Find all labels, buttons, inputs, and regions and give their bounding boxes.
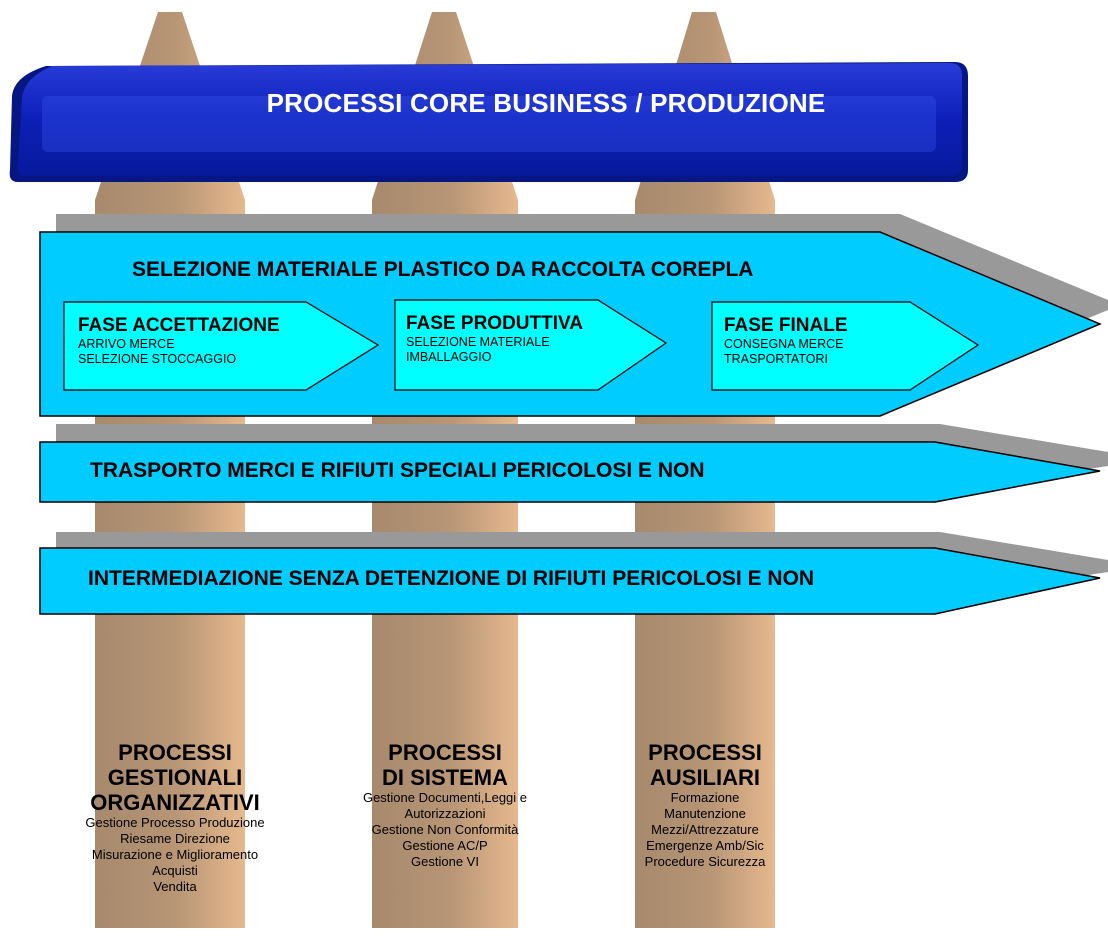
pillar-2-text: PROCESSI DI SISTEMA Gestione Documenti,L… [335,740,555,870]
phase-1-title: FASE ACCETTAZIONE [78,315,280,336]
phase-3-label: FASE FINALE CONSEGNA MERCE TRASPORTATORI [724,315,848,367]
pillar-1-item: Gestione Processo Produzione [85,815,265,830]
pillar-1-title-line-2: GESTIONALI [107,765,243,790]
pillar-2-item: Gestione VI [411,854,479,869]
pillar-3-item: Manutenzione [664,806,746,821]
arrow-3-title: INTERMEDIAZIONE SENZA DETENZIONE DI RIFI… [88,567,815,590]
phase-2-label: FASE PRODUTTIVA SELEZIONE MATERIALE IMBA… [406,313,583,365]
pillar-1-item: Vendita [153,879,197,894]
phase-1-line-1: ARRIVO MERCE [78,337,175,351]
pillar-2-item: Gestione Documenti,Leggi e [362,790,528,805]
phase-2-title: FASE PRODUTTIVA [406,313,583,334]
arrow-2 [39,441,1101,503]
pillar-2-item: Autorizzazioni [404,806,486,821]
phase-3-title: FASE FINALE [724,315,848,336]
pillar-3-item: Mezzi/Attrezzature [651,822,759,837]
main-arrow-title: SELEZIONE MATERIALE PLASTICO DA RACCOLTA… [132,258,754,281]
pillar-2-title-line-1: PROCESSI [388,740,502,765]
pillar-1-item: Misurazione e Miglioramento [91,847,259,862]
pillar-2-item: Gestione Non Conformità [371,822,519,837]
arrow-3 [39,547,1101,615]
phase-3-line-1: CONSEGNA MERCE [724,337,844,351]
pillar-2-title-line-2: DI SISTEMA [382,765,508,790]
phase-3-line-2: TRASPORTATORI [724,352,828,366]
pillar-2-item: Gestione AC/P [402,838,488,853]
arrow-2-title: TRASPORTO MERCI E RIFIUTI SPECIALI PERIC… [90,459,705,482]
phase-2-line-1: SELEZIONE MATERIALE [406,335,550,349]
banner-title: PROCESSI CORE BUSINESS / PRODUZIONE [266,88,826,118]
pillar-1-text: PROCESSI GESTIONALI ORGANIZZATIVI Gestio… [60,740,290,895]
pillar-1-item: Riesame Direzione [120,831,230,846]
phase-2-line-2: IMBALLAGGIO [406,350,492,364]
pillar-1-item: Acquisti [152,863,198,878]
pillar-1-title-line-3: ORGANIZZATIVI [90,790,260,815]
phase-2-shape [394,299,668,391]
pillar-3-item: Procedure Sicurezza [644,854,766,869]
phase-1-line-2: SELEZIONE STOCCAGGIO [78,352,237,366]
pillar-3-item: Formazione [670,790,740,805]
core-business-banner [9,62,968,182]
phase-1-shape [63,301,380,391]
pillar-1-title-line-1: PROCESSI [118,740,232,765]
phase-1-label: FASE ACCETTAZIONE ARRIVO MERCE SELEZIONE… [78,315,280,367]
pillar-3-title-line-1: PROCESSI [648,740,762,765]
pillar-3-item: Emergenze Amb/Sic [646,838,764,853]
pillar-3-title-line-2: AUSILIARI [650,765,760,790]
phase-3-shape [711,301,980,391]
pillar-3-text: PROCESSI AUSILIARI Formazione Manutenzio… [600,740,810,870]
